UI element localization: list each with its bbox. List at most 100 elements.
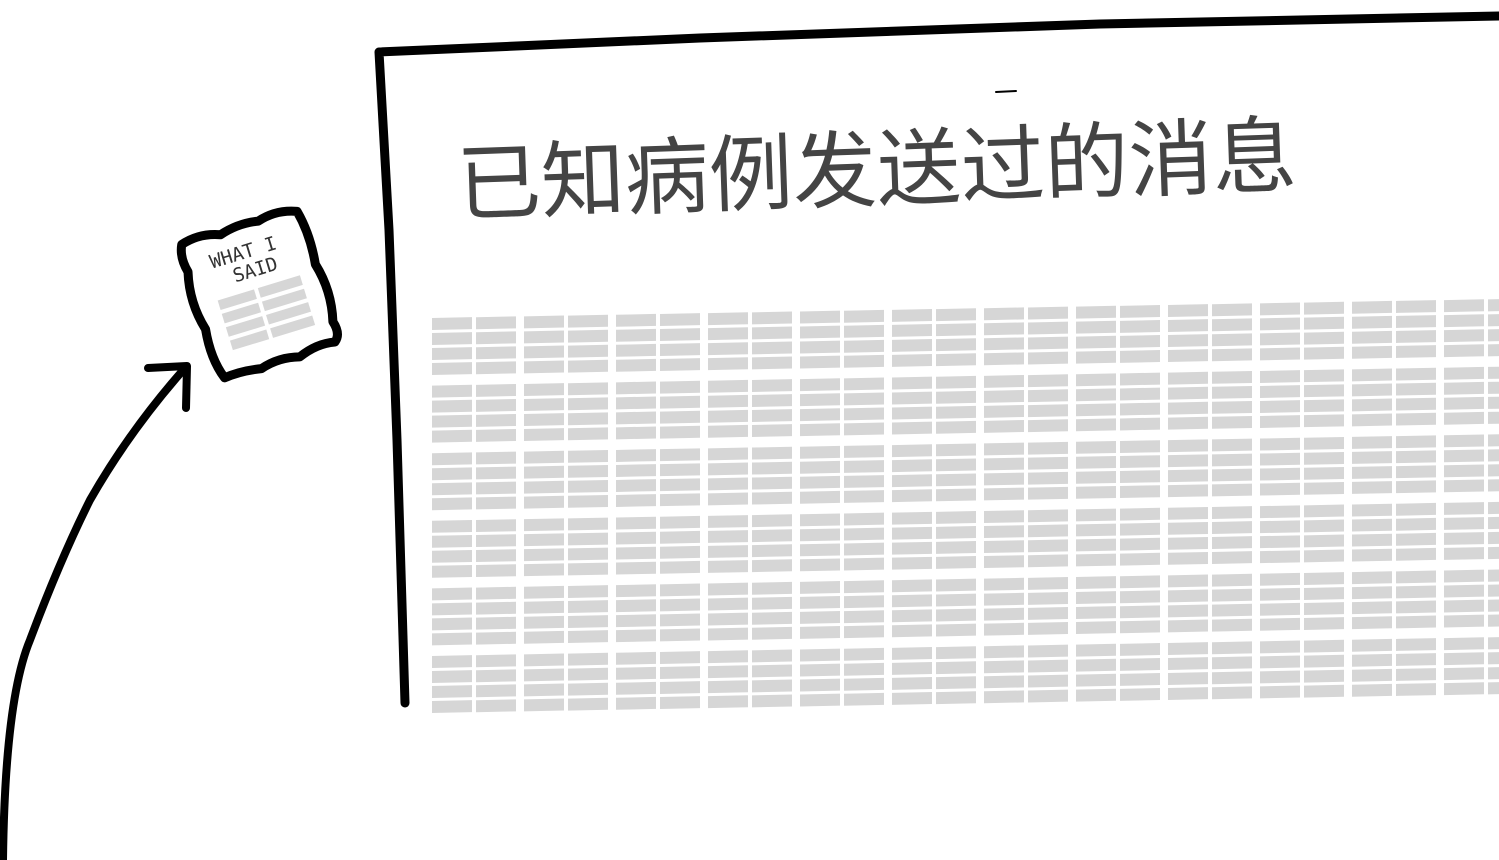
message-cell xyxy=(752,664,792,678)
message-cell xyxy=(752,514,792,528)
message-cell xyxy=(1212,385,1252,399)
message-cell xyxy=(432,632,472,646)
message-cell xyxy=(616,464,656,477)
message-cell xyxy=(1076,440,1116,454)
message-cell xyxy=(1028,351,1068,365)
message-cell xyxy=(1352,398,1392,412)
message-cell xyxy=(1444,569,1484,583)
message-cell xyxy=(568,697,608,711)
message-cell xyxy=(1028,577,1068,590)
message-cell xyxy=(1304,301,1344,315)
message-cell xyxy=(1260,670,1300,684)
message-cell xyxy=(616,479,656,492)
message-cell xyxy=(1260,370,1300,383)
message-cell xyxy=(1168,506,1208,520)
board-title: 已知病例发送过的消息 xyxy=(455,107,1298,234)
message-cell xyxy=(616,313,656,327)
message-cell xyxy=(892,339,932,352)
message-cell xyxy=(936,338,976,352)
message-cell xyxy=(1488,516,1499,530)
message-cell xyxy=(1168,657,1208,670)
note-table xyxy=(217,275,316,351)
message-cell xyxy=(432,497,472,511)
message-cell xyxy=(752,694,792,708)
message-cell xyxy=(936,458,976,472)
message-cell xyxy=(1260,317,1300,331)
message-cell xyxy=(524,315,564,329)
message-cell xyxy=(1304,684,1344,698)
message-cell xyxy=(1168,386,1208,400)
message-cell xyxy=(524,600,564,614)
message-cell xyxy=(524,653,564,667)
message-cell xyxy=(1352,315,1392,329)
message-cell xyxy=(1488,313,1499,327)
message-cell xyxy=(1212,656,1252,670)
message-cell xyxy=(1352,503,1392,517)
message-cell xyxy=(1168,401,1208,415)
message-cell xyxy=(524,533,564,547)
message-cell xyxy=(1260,452,1300,466)
message-cell xyxy=(984,525,1024,539)
message-cell xyxy=(1076,643,1116,657)
message-cell xyxy=(1168,439,1208,453)
message-cell xyxy=(660,598,700,612)
message-cell xyxy=(1168,536,1208,550)
message-cell xyxy=(524,563,564,577)
message-cell xyxy=(1396,450,1436,464)
message-cell xyxy=(1396,397,1436,411)
message-cell xyxy=(752,559,792,573)
message-cell xyxy=(1120,658,1160,671)
message-cell xyxy=(616,599,656,613)
message-cell xyxy=(800,408,840,422)
message-cell xyxy=(432,685,472,698)
message-cell xyxy=(892,459,932,473)
message-cell xyxy=(1352,668,1392,682)
message-cell xyxy=(1488,463,1499,477)
message-cell xyxy=(1120,522,1160,536)
message-cell xyxy=(476,466,516,480)
message-cell xyxy=(1212,603,1252,617)
message-cell xyxy=(1304,331,1344,345)
message-cell xyxy=(1120,455,1160,469)
message-cell xyxy=(1396,502,1436,516)
message-cell xyxy=(936,646,976,660)
message-cell xyxy=(1260,587,1300,601)
message-cell xyxy=(616,561,656,575)
message-cell xyxy=(1120,643,1160,656)
message-cell xyxy=(616,629,656,643)
message-cell xyxy=(1444,517,1484,530)
message-cell xyxy=(936,511,976,524)
message-cell xyxy=(1212,333,1252,347)
message-cell xyxy=(1212,303,1252,317)
message-cell xyxy=(752,596,792,610)
message-cell xyxy=(800,325,840,339)
message-cell xyxy=(708,695,748,709)
message-cell xyxy=(1352,330,1392,344)
message-cell xyxy=(1168,589,1208,603)
message-cell xyxy=(1444,652,1484,666)
message-cell xyxy=(984,690,1024,704)
message-cell xyxy=(1120,417,1160,431)
message-cell xyxy=(660,545,700,559)
message-cell xyxy=(936,661,976,675)
message-cell xyxy=(984,622,1024,636)
message-cell xyxy=(568,494,608,508)
message-cell xyxy=(1120,440,1160,454)
message-cell xyxy=(800,423,840,437)
message-cell xyxy=(892,662,932,675)
message-cell xyxy=(1352,368,1392,382)
message-cell xyxy=(800,558,840,572)
message-cell xyxy=(616,666,656,680)
message-cell xyxy=(1028,389,1068,403)
message-cell xyxy=(1488,411,1499,424)
message-cell xyxy=(708,515,748,528)
message-cell xyxy=(432,452,472,466)
message-cell xyxy=(1304,549,1344,563)
message-cell xyxy=(1352,518,1392,532)
message-cell xyxy=(892,324,932,337)
message-cell xyxy=(984,660,1024,674)
message-cell xyxy=(800,393,840,407)
message-cell xyxy=(844,662,884,676)
message-cell xyxy=(892,579,932,593)
message-cell xyxy=(1120,335,1160,348)
